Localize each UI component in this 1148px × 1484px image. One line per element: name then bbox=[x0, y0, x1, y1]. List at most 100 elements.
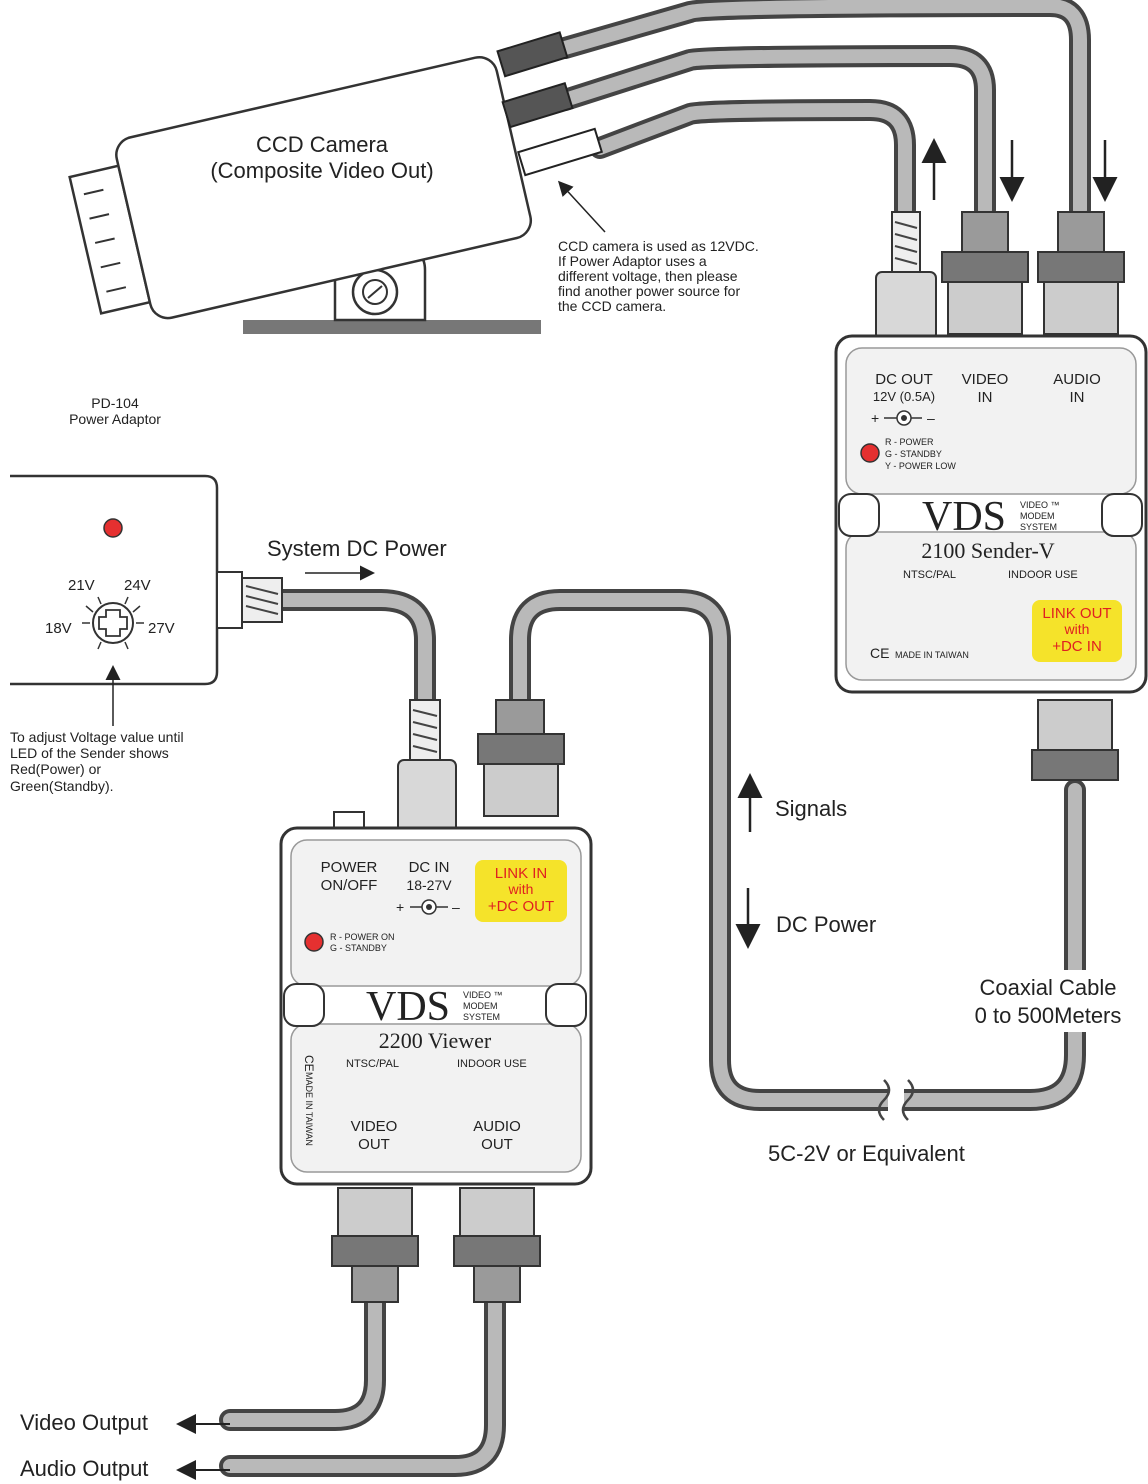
dial-label-18v: 18V bbox=[45, 620, 72, 637]
sender-indoor-use: INDOOR USE bbox=[1008, 569, 1078, 581]
svg-text:MODEM: MODEM bbox=[1020, 511, 1055, 521]
svg-text:+DC IN: +DC IN bbox=[1052, 638, 1102, 655]
viewer-led-legend-g: G - STANDBY bbox=[330, 943, 387, 953]
adaptor-voltage-note: To adjust Voltage value until LED of the… bbox=[10, 729, 184, 794]
audio-out-label: AUDIO bbox=[473, 1118, 521, 1135]
dial-label-24v: 24V bbox=[124, 577, 151, 594]
sender-ntsc-pal: NTSC/PAL bbox=[903, 569, 956, 581]
viewer-ntsc-pal: NTSC/PAL bbox=[346, 1058, 399, 1070]
viewer-top-connectors bbox=[333, 699, 565, 843]
dc-power-label: DC Power bbox=[776, 912, 876, 937]
svg-text:LINK IN: LINK IN bbox=[495, 865, 548, 882]
svg-text:Red(Power) or: Red(Power) or bbox=[10, 761, 101, 777]
camera-subtitle: (Composite Video Out) bbox=[210, 158, 433, 183]
adaptor-body bbox=[10, 474, 219, 686]
viewer-status-led bbox=[304, 932, 324, 952]
svg-text:+: + bbox=[396, 899, 404, 915]
viewer-2200: POWER ON/OFF DC IN 18-27V + – LINK IN wi… bbox=[279, 826, 593, 1186]
viewer-ce-mark: CE bbox=[302, 1055, 316, 1072]
svg-text:VIDEO ™: VIDEO ™ bbox=[463, 990, 503, 1000]
svg-text:find another power source for: find another power source for bbox=[558, 283, 740, 299]
output-labels: Video Output Audio Output bbox=[20, 1410, 230, 1481]
link-in-bnc bbox=[495, 699, 545, 735]
camera-voltage-note: CCD camera is used as 12VDC. If Power Ad… bbox=[558, 238, 759, 314]
svg-text:SYSTEM: SYSTEM bbox=[1020, 522, 1057, 532]
svg-text:If Power Adaptor uses a: If Power Adaptor uses a bbox=[558, 253, 707, 269]
viewer-brand: VDS bbox=[366, 984, 450, 1030]
viewer-made-in: MADE IN TAIWAN bbox=[304, 1072, 314, 1146]
voltage-dial[interactable] bbox=[82, 596, 144, 650]
sender-led-legend-r: R - POWER bbox=[885, 437, 934, 447]
dc-in-rating: 18-27V bbox=[406, 877, 452, 893]
sender-led-legend-y: Y - POWER LOW bbox=[885, 461, 956, 471]
svg-text:–: – bbox=[452, 899, 460, 915]
cable-type-label: 5C-2V or Equivalent bbox=[768, 1141, 965, 1166]
adaptor-name: Power Adaptor bbox=[69, 411, 161, 427]
coaxial-cable-label: Coaxial Cable bbox=[980, 975, 1117, 1000]
viewer-model: 2200 Viewer bbox=[379, 1028, 492, 1053]
audio-output-label: Audio Output bbox=[20, 1456, 148, 1481]
svg-text:different voltage, then please: different voltage, then please bbox=[558, 268, 738, 284]
svg-text:Green(Standby).: Green(Standby). bbox=[10, 778, 114, 794]
sender-led-legend-g: G - STANDBY bbox=[885, 449, 942, 459]
sender-ce-mark: CE bbox=[870, 645, 889, 661]
dc-in-label: DC IN bbox=[409, 859, 450, 876]
dc-out-label: DC OUT bbox=[875, 371, 933, 388]
sender-2100: DC OUT 12V (0.5A) VIDEO IN AUDIO IN + – … bbox=[834, 334, 1148, 694]
svg-text:LINK OUT: LINK OUT bbox=[1042, 605, 1111, 622]
coaxial-link-cable bbox=[509, 589, 1086, 1121]
link-out-bnc bbox=[1037, 699, 1113, 751]
viewer-indoor-use: INDOOR USE bbox=[457, 1058, 527, 1070]
system-dc-power-cable bbox=[269, 589, 436, 731]
video-out-label: VIDEO bbox=[351, 1118, 398, 1135]
camera-body bbox=[115, 56, 533, 320]
link-in-badge bbox=[475, 860, 567, 922]
camera-cables bbox=[554, 0, 1091, 221]
video-in-bnc bbox=[961, 211, 1009, 253]
signals-label: Signals bbox=[775, 796, 847, 821]
direction-legend: Signals DC Power bbox=[735, 773, 876, 949]
audio-out-bnc bbox=[459, 1187, 535, 1237]
ccd-camera: CCD Camera (Composite Video Out) bbox=[68, 31, 604, 334]
coaxial-length-label: 0 to 500Meters bbox=[975, 1003, 1122, 1028]
sender-status-led bbox=[860, 443, 880, 463]
svg-text:OUT: OUT bbox=[481, 1136, 513, 1153]
viewer-led-legend-r: R - POWER ON bbox=[330, 932, 395, 942]
dial-label-21v: 21V bbox=[68, 577, 95, 594]
power-adaptor: 21V 24V 18V 27V bbox=[10, 474, 283, 686]
svg-text:with: with bbox=[508, 881, 534, 897]
svg-text:with: with bbox=[1064, 621, 1090, 637]
svg-text:OUT: OUT bbox=[358, 1136, 390, 1153]
svg-text:ON/OFF: ON/OFF bbox=[321, 877, 378, 894]
sender-made-in: MADE IN TAIWAN bbox=[895, 650, 969, 660]
svg-text:+: + bbox=[871, 410, 879, 426]
viewer-output-cables bbox=[219, 1289, 506, 1477]
adaptor-led bbox=[103, 518, 123, 538]
sender-model: 2100 Sender-V bbox=[921, 538, 1054, 563]
sender-brand: VDS bbox=[922, 494, 1006, 540]
svg-text:IN: IN bbox=[978, 389, 993, 406]
power-switch-label: POWER bbox=[321, 859, 378, 876]
camera-connectors bbox=[496, 31, 604, 177]
video-out-bnc bbox=[337, 1187, 413, 1237]
viewer-bottom-connectors bbox=[331, 1187, 541, 1303]
cable-break bbox=[888, 1082, 904, 1118]
adaptor-model: PD-104 bbox=[91, 395, 139, 411]
svg-text:+DC OUT: +DC OUT bbox=[488, 898, 554, 915]
svg-text:–: – bbox=[927, 410, 935, 426]
dial-label-27v: 27V bbox=[148, 620, 175, 637]
link-out-badge bbox=[1032, 600, 1122, 662]
audio-in-label: AUDIO bbox=[1053, 371, 1101, 388]
svg-text:VIDEO ™: VIDEO ™ bbox=[1020, 500, 1060, 510]
dc-in-polarity-icon: + – bbox=[396, 899, 460, 915]
camera-title: CCD Camera bbox=[256, 132, 389, 157]
svg-text:CCD camera is used as 12VDC.: CCD camera is used as 12VDC. bbox=[558, 238, 759, 254]
svg-text:IN: IN bbox=[1070, 389, 1085, 406]
sender-connectors bbox=[875, 211, 1125, 781]
video-output-label: Video Output bbox=[20, 1410, 148, 1435]
camera-note-pointer bbox=[557, 180, 606, 233]
svg-text:LED of the Sender shows: LED of the Sender shows bbox=[10, 745, 169, 761]
camera-base-plate bbox=[243, 320, 541, 334]
dc-out-rating: 12V (0.5A) bbox=[873, 389, 935, 404]
